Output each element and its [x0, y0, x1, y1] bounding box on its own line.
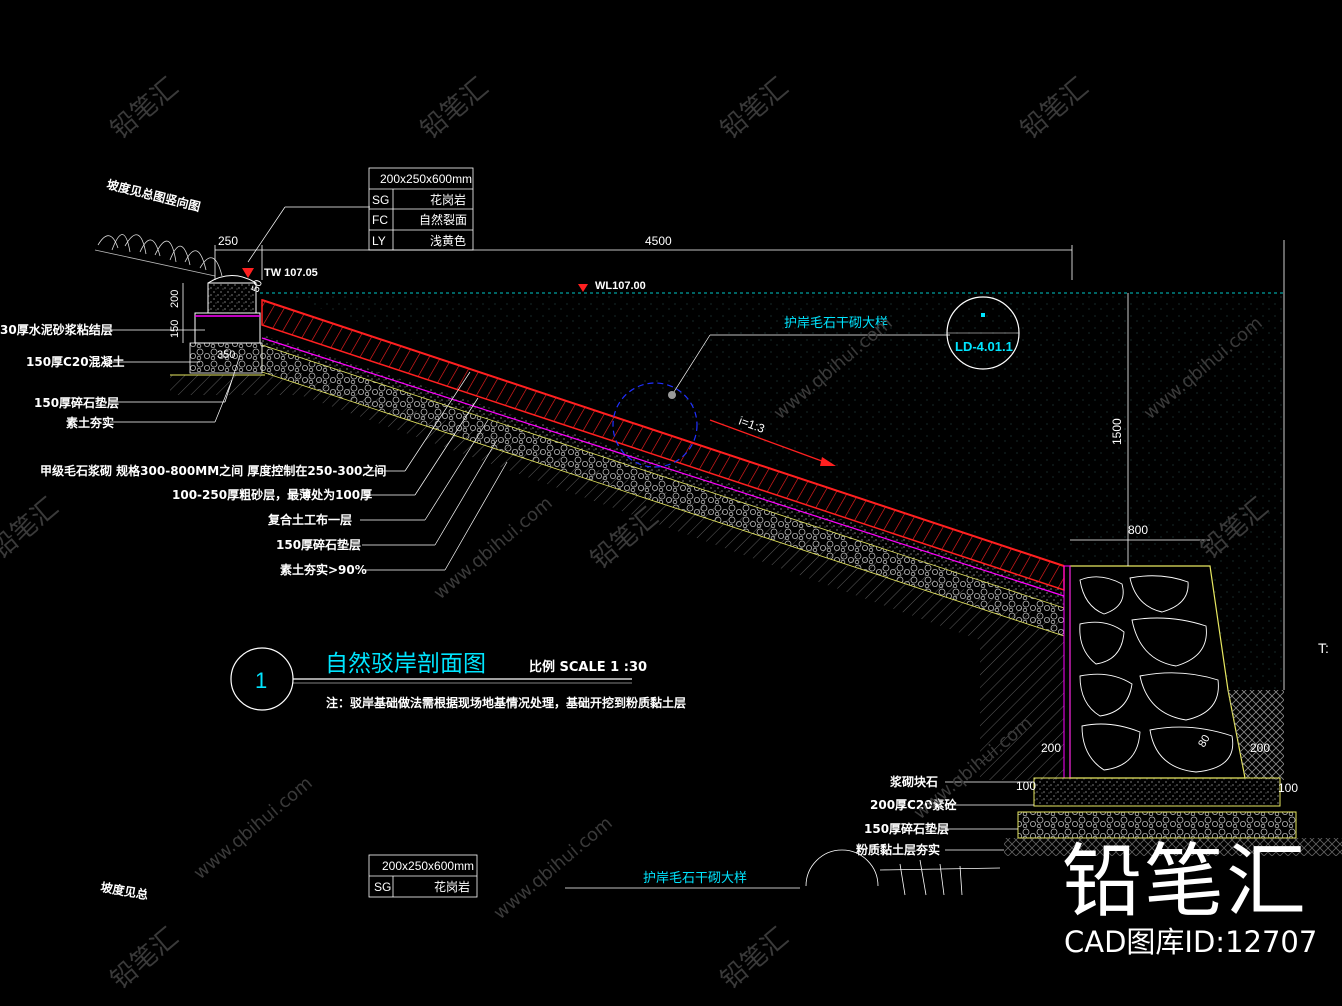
- table-bottom-value-1: 花岗岩: [434, 879, 470, 894]
- dimension-lines: [182, 240, 1285, 690]
- table-top-code-2: FC: [372, 213, 388, 227]
- svg-text:铅笔汇: 铅笔汇: [105, 922, 184, 995]
- dim-200: 200: [169, 290, 181, 308]
- drawing-note: 注：驳岸基础做法需根据现场地基情况处理，基础开挖到粉质黏土层: [326, 695, 686, 710]
- left-layer-1: 30厚水泥砂浆粘结层: [0, 322, 113, 337]
- top-band: [0, 0, 1342, 95]
- water-body: [260, 292, 1284, 690]
- slope-layer-3: 复合土工布一层: [267, 512, 352, 527]
- drawing-scale: 比例 SCALE 1 :30: [529, 659, 647, 675]
- retaining-footing: [1004, 565, 1342, 856]
- drawing-title: 自然驳岸剖面图: [325, 651, 486, 677]
- dim-1500: 1500: [1110, 418, 1124, 445]
- dim-250: 250: [218, 234, 238, 248]
- detail-callout: [612, 296, 1020, 468]
- title-block-graphics: [230, 647, 632, 711]
- svg-text:www.qbihui.com: www.qbihui.com: [190, 773, 317, 884]
- elevation-tw: TW 107.05: [264, 267, 318, 279]
- footing-layer-4: 粉质黏土层夯实: [856, 842, 940, 857]
- dim-4500: 4500: [645, 234, 672, 248]
- dim-350: 350: [217, 349, 235, 361]
- svg-text:www.qbihui.com: www.qbihui.com: [430, 493, 557, 604]
- dim-100-right: 100: [1278, 781, 1298, 795]
- slope-layer-2: 100-250厚粗砂层，最薄处为100厚: [172, 487, 372, 502]
- svg-text:铅笔汇: 铅笔汇: [0, 492, 64, 565]
- left-layer-4: 素土夯实: [66, 415, 114, 430]
- leader-lines: [110, 206, 1034, 851]
- svg-text:www.qbihui.com: www.qbihui.com: [490, 813, 617, 924]
- coping-stone: [170, 268, 265, 376]
- left-layer-2: 150厚C20混凝土: [26, 354, 125, 369]
- slope-ref-note-cut: 坡度见总: [99, 879, 149, 902]
- footing-layer-1: 浆砌块石: [889, 774, 938, 789]
- dim-200-right: 200: [1250, 741, 1270, 755]
- dim-150: 150: [169, 320, 181, 338]
- table-top-header: 200x250x600mm: [380, 172, 472, 186]
- table-top-value-3: 浅黄色: [430, 234, 466, 248]
- table-top-value-2: 自然裂面: [419, 212, 467, 227]
- brand-watermark: 铅笔汇: [1062, 835, 1308, 928]
- side-text: T:: [1318, 640, 1329, 656]
- slope-layer-4: 150厚碎石垫层: [276, 537, 361, 552]
- cad-id-watermark: CAD图库ID:12707: [1064, 925, 1318, 959]
- table-top-value-1: 花岗岩: [430, 192, 466, 207]
- bottom-detail-title: 护岸毛石干砌大样: [643, 871, 747, 886]
- wl-marker: [578, 284, 588, 292]
- elevation-wl: WL107.00: [595, 280, 646, 292]
- footing-layer-2: 200厚C20素砼: [870, 797, 958, 812]
- footing-layer-3: 150厚碎石垫层: [864, 821, 949, 836]
- material-table-bottom: [368, 854, 478, 898]
- slope-ref-note: 坡度见总图竖向图: [105, 176, 202, 214]
- material-table-top: [368, 167, 474, 251]
- grass-vegetation: [94, 234, 223, 277]
- svg-text:铅笔汇: 铅笔汇: [585, 502, 664, 575]
- table-top-code-1: SG: [372, 193, 389, 207]
- detail-ref: LD-4.01.1: [955, 339, 1013, 354]
- detail-title: 护岸毛石干砌大样: [784, 316, 888, 331]
- bottom-partial-graphics: [565, 849, 1001, 896]
- dim-50: 50: [250, 278, 265, 294]
- dim-200-left: 200: [1041, 741, 1061, 755]
- slope-layer-5: 素土夯实>90%: [280, 562, 367, 577]
- slope-layers: [261, 298, 1065, 637]
- drawing-number: 1: [255, 668, 267, 693]
- left-layer-3: 150厚碎石垫层: [34, 395, 119, 410]
- table-bottom-header: 200x250x600mm: [382, 859, 474, 873]
- table-bottom-code-1: SG: [374, 880, 391, 894]
- slope-layer-1: 甲级毛石浆砌 规格300-800MM之间 厚度控制在250-300之间: [40, 463, 386, 478]
- svg-text:铅笔汇: 铅笔汇: [715, 922, 794, 995]
- dim-800: 800: [1128, 523, 1148, 537]
- table-top-code-3: LY: [372, 234, 386, 248]
- dim-100-left: 100: [1016, 779, 1036, 793]
- dim-80: 80: [1196, 733, 1213, 750]
